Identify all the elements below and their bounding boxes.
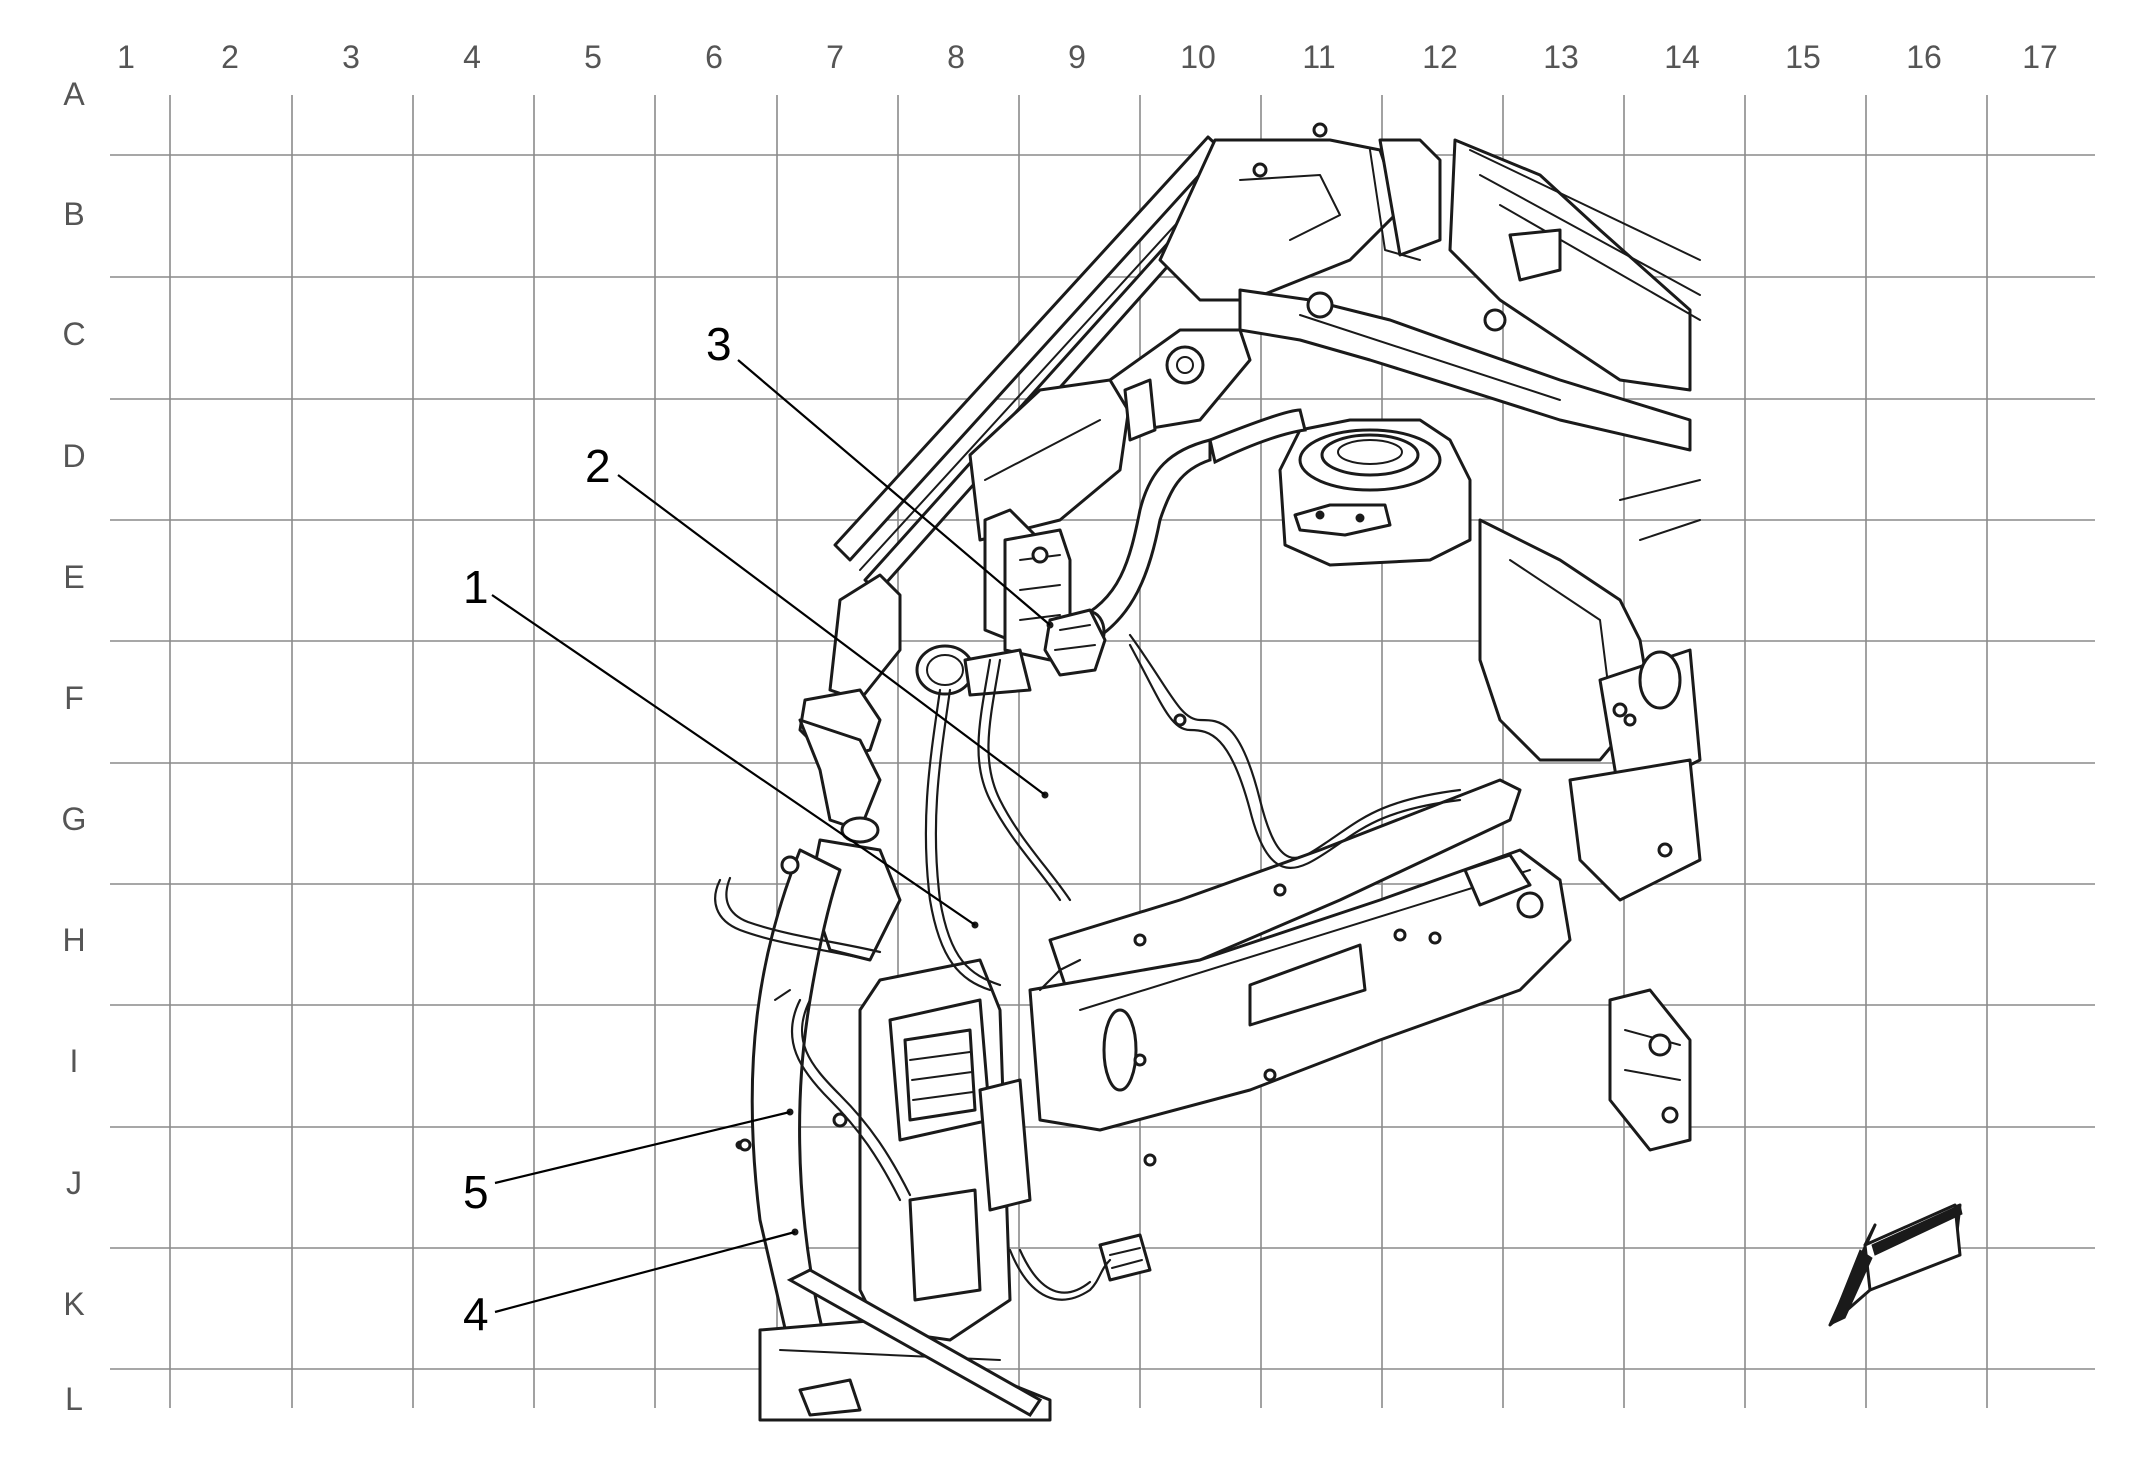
grid-row-label: G [62,801,87,837]
grid-column-label: 17 [2022,39,2058,75]
callout-1: 1 [463,561,489,613]
cowl-panel [1158,138,1701,392]
lower-bracket-right [1608,988,1692,1152]
coolant-reservoir [968,328,1252,542]
grid-column-label: 9 [1068,39,1086,75]
grid-column-label: 13 [1543,39,1579,75]
grid-column-label: 16 [1906,39,1942,75]
grid-column-label: 15 [1785,39,1821,75]
callout-5-leader [494,1110,791,1185]
grid-column-label: 6 [705,39,723,75]
callout-2-leader [617,474,1046,796]
callout-3: 3 [706,318,732,370]
callout-2: 2 [585,440,611,492]
grid-row-label: F [64,680,84,716]
grid-row-label: C [62,316,85,352]
grid-column-label: 8 [947,39,965,75]
grid-row-label: L [65,1381,83,1417]
direction-arrow-icon [1828,1203,1963,1327]
grid-row-label: E [63,559,84,595]
frame-rail [1028,778,1572,1132]
callout-4: 4 [463,1288,489,1340]
grid-column-label: 5 [584,39,602,75]
hood-edge [833,135,1242,594]
grid-row-label: J [66,1165,82,1201]
callout-1-leader [491,594,976,926]
grid-column-label: 14 [1664,39,1700,75]
inner-fender-right [1478,479,1702,902]
grid-column-label: 3 [342,39,360,75]
upper-tie-bar [1238,288,1692,452]
control-module [858,958,1032,1342]
grid-row-label: K [63,1286,84,1322]
grid-column-label: 11 [1302,39,1335,75]
callout-5: 5 [463,1166,489,1218]
grid-row-label: D [62,438,85,474]
callout-labels: 1 2 3 4 5 [463,318,732,1340]
callout-3-leader [737,359,1051,626]
lower-bumper-support [758,1318,1052,1422]
engine-compartment-illustration [714,122,1702,1422]
grid-row-labels: A B C D E F G H I J K L [62,76,87,1417]
callout-4-leader [494,1230,796,1314]
grid-column-label: 7 [826,39,844,75]
fasteners [738,122,1673,1167]
wiring-harness [714,633,1462,1417]
grid-column-label: 2 [221,39,239,75]
round-connector [915,644,1032,697]
grid-column-label: 4 [463,39,481,75]
grid-row-label: A [63,76,85,112]
reference-grid [110,95,2095,1408]
harness-connector-upper [1043,608,1107,677]
grid-column-label: 1 [117,39,135,75]
callout-leaders [491,359,1051,1314]
grid-column-label: 10 [1180,39,1216,75]
grid-column-label: 12 [1422,39,1458,75]
harness-connector-lower [1098,1233,1152,1282]
grid-row-label: H [62,922,85,958]
strut-tower [1278,418,1472,567]
grid-row-label: I [70,1043,79,1079]
grid-row-label: B [63,196,84,232]
